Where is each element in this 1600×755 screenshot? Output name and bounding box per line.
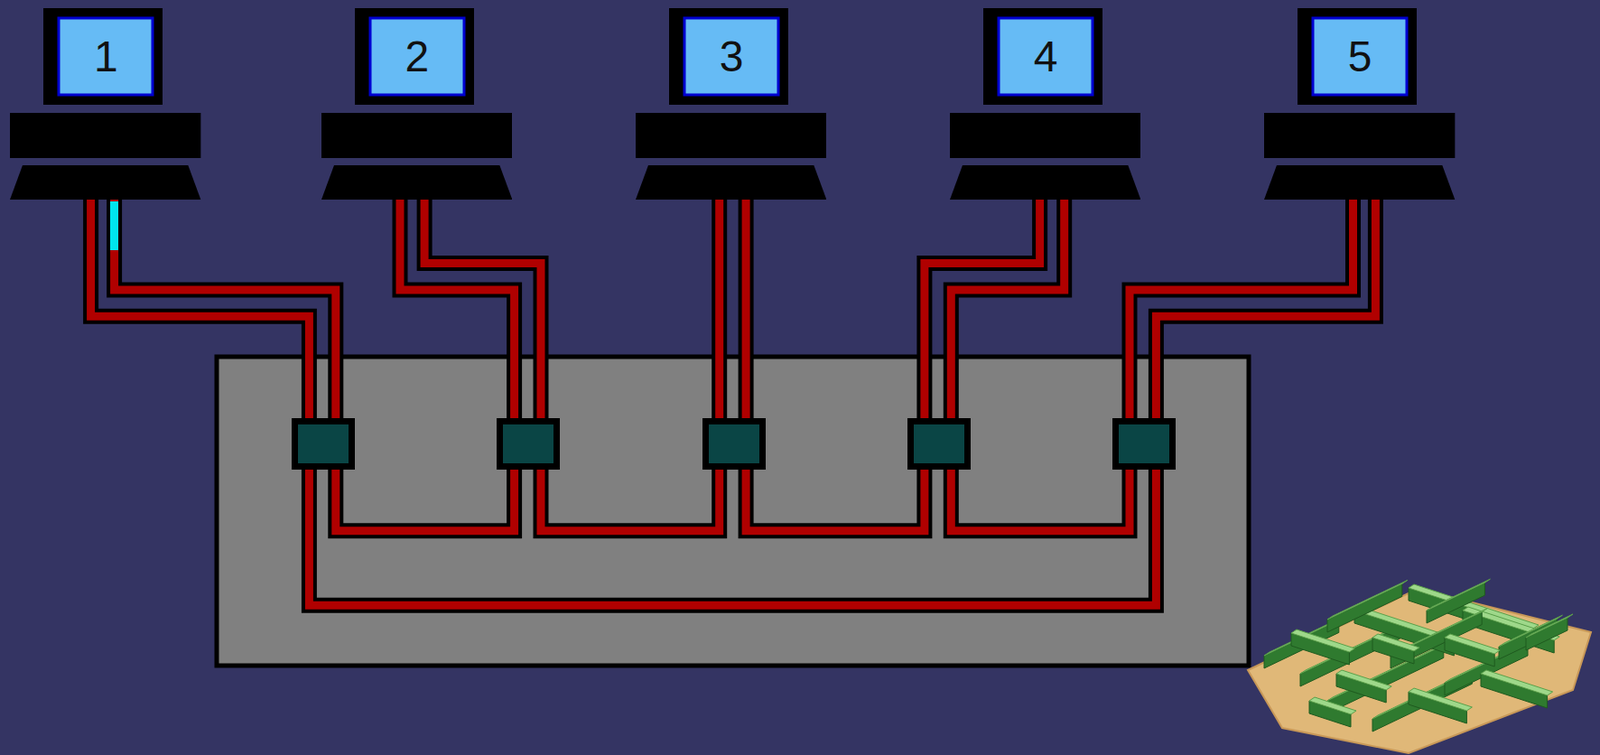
- system-unit: [949, 112, 1141, 159]
- port-face: [1118, 424, 1170, 464]
- keyboard: [949, 165, 1141, 200]
- computer: 3: [635, 8, 827, 200]
- screen-label-area: 5: [1312, 18, 1407, 95]
- network-cable: [91, 199, 1377, 605]
- cable-outline: [745, 199, 1041, 531]
- screen-label-area: 3: [684, 18, 779, 95]
- system-unit: [1264, 112, 1455, 159]
- maze-wall-top: [1444, 633, 1500, 654]
- system-unit: [635, 112, 827, 159]
- computer-number: 3: [719, 35, 745, 79]
- maze-wall-top: [1480, 669, 1554, 696]
- hub-ports: [291, 418, 1176, 470]
- network-cable: [424, 199, 720, 531]
- monitor: [43, 8, 163, 105]
- port: [496, 418, 560, 470]
- maze-wall-top: [1408, 688, 1472, 711]
- maze-wall-top: [1372, 633, 1420, 652]
- cable-core: [745, 199, 1041, 531]
- keyboard: [635, 165, 827, 200]
- screen-label-area: 1: [58, 18, 153, 95]
- screen: [1312, 18, 1407, 95]
- port-face: [913, 424, 965, 464]
- computer-number: 1: [93, 35, 119, 79]
- port: [907, 418, 971, 470]
- port: [291, 418, 355, 470]
- cable-outline: [91, 199, 1377, 605]
- computer: 1: [9, 8, 201, 200]
- maze-wall-top: [1426, 578, 1490, 611]
- maze-illustration: [1247, 578, 1591, 754]
- port-face: [708, 424, 760, 464]
- screen-label-area: 2: [370, 18, 465, 95]
- hub-housing: [216, 356, 1249, 666]
- system-unit: [321, 112, 512, 159]
- maze-wall-top: [1327, 579, 1408, 620]
- maze-wall-top: [1291, 629, 1355, 652]
- monitor: [983, 8, 1103, 105]
- cable-core: [91, 199, 1377, 605]
- computer: 4: [949, 8, 1141, 200]
- computer-number: 2: [405, 35, 430, 79]
- monitor: [669, 8, 789, 105]
- maze-wall-top: [1309, 697, 1357, 715]
- maze-wall: [1426, 582, 1485, 624]
- keyboard: [1264, 165, 1455, 200]
- computer-number: 5: [1348, 35, 1373, 79]
- monitor: [354, 8, 475, 105]
- monitor: [1297, 8, 1417, 105]
- maze-wall: [1327, 583, 1403, 633]
- data-packet: [110, 201, 119, 251]
- screen: [998, 18, 1093, 95]
- computer: 5: [1264, 8, 1455, 200]
- cable-outline: [424, 199, 720, 531]
- screen-label-area: 4: [998, 18, 1093, 95]
- port-face: [502, 424, 554, 464]
- network-cable: [745, 199, 1041, 531]
- system-unit: [9, 112, 201, 159]
- screen: [58, 18, 153, 95]
- maze-wall-top: [1336, 669, 1392, 690]
- cable-core: [424, 199, 720, 531]
- port: [1112, 418, 1176, 470]
- computer: 2: [321, 8, 512, 200]
- keyboard: [321, 165, 512, 200]
- screen: [684, 18, 779, 95]
- keyboard: [9, 165, 201, 200]
- computer-number: 4: [1033, 35, 1059, 79]
- port: [702, 418, 766, 470]
- maze-base: [1247, 588, 1591, 754]
- maze-wall-top: [1525, 613, 1573, 638]
- port-face: [297, 424, 349, 464]
- screen: [370, 18, 465, 95]
